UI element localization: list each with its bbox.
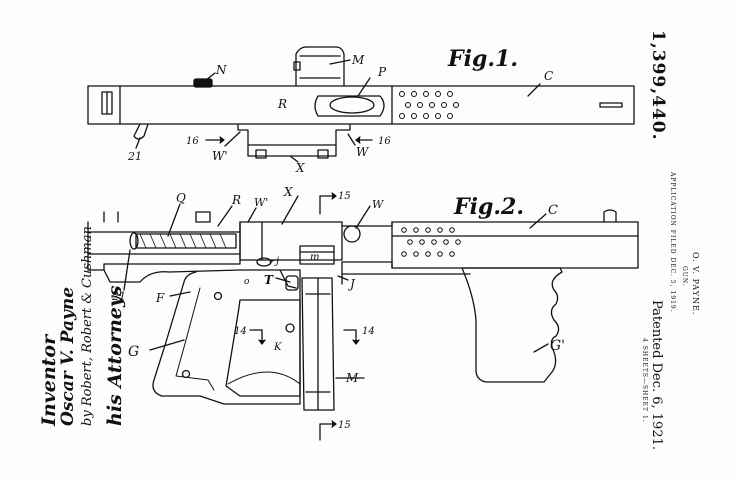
fig2-label-j: J (347, 277, 356, 291)
patent-issue-date: Patented Dec. 6, 1921. (649, 300, 664, 450)
patent-inventor-name: O. V. PAYNE. (691, 252, 700, 316)
fig1-label-r: R (277, 97, 287, 111)
fig2-label-g: G (128, 344, 139, 360)
fig2-label-g-prime: G' (550, 338, 565, 354)
fig2-label-21: 21 (111, 290, 126, 303)
fig2-label-w: W (372, 198, 385, 211)
fig2-label-m: M (345, 371, 359, 385)
patent-title: GUN. (681, 266, 688, 287)
fig1-title: Fig.1. (447, 46, 518, 72)
inventor-heading: Inventor (38, 334, 60, 426)
fig2-label-m-small: m (310, 252, 319, 263)
fig1-vent-holes (399, 91, 459, 119)
fig2-label-f: F (155, 291, 165, 305)
fig1-label-c: C (544, 69, 553, 83)
patent-sheet-count: 4 SHEETS—SHEET 1. (641, 338, 648, 423)
fig1-label-16b: 16 (378, 136, 391, 147)
attorneys-heading: his Attorneys (104, 285, 126, 426)
fig2-label-j-small: j (274, 256, 279, 267)
fig2-drawing (87, 192, 639, 441)
fig2-label-15-bottom: 15 (338, 420, 351, 431)
fig2-label-w-prime: W' (254, 196, 268, 209)
fig2-label-q: Q (176, 191, 186, 205)
fig1-label-p: P (377, 65, 387, 79)
fig2-label-k: K (273, 342, 282, 353)
fig1-label-21: 21 (127, 150, 142, 163)
fig2-label-t: T (264, 273, 274, 287)
fig2-title: Fig.2. (453, 194, 524, 220)
fig2-label-r: R (231, 193, 241, 207)
fig2-label-14-left: 14 (234, 326, 247, 337)
fig1-label-w: W (356, 145, 370, 159)
patent-filed-date: APPLICATION FILED DEC. 5, 1919. (669, 172, 676, 313)
fig1-label-n: N (215, 63, 227, 77)
inventor-signature: Oscar V. Payne (58, 286, 78, 426)
fig1-label-16a: 16 (186, 136, 199, 147)
fig1-label-w-prime: W' (212, 149, 228, 163)
fig2-label-14-right: 14 (362, 326, 375, 337)
fig2-label-c: C (548, 203, 558, 218)
fig2-label-o: o (244, 277, 250, 287)
fig2-vent-holes (401, 227, 461, 257)
attorneys-signature: by Robert, Robert & Cushman (80, 226, 95, 426)
fig1-drawing (87, 46, 635, 163)
patent-number: 1,399,440. (648, 30, 668, 141)
fig1-label-m: M (351, 53, 365, 67)
fig2-label-15-top: 15 (338, 191, 351, 202)
fig2-label-x: X (283, 185, 293, 199)
fig1-label-x: X (295, 161, 305, 175)
